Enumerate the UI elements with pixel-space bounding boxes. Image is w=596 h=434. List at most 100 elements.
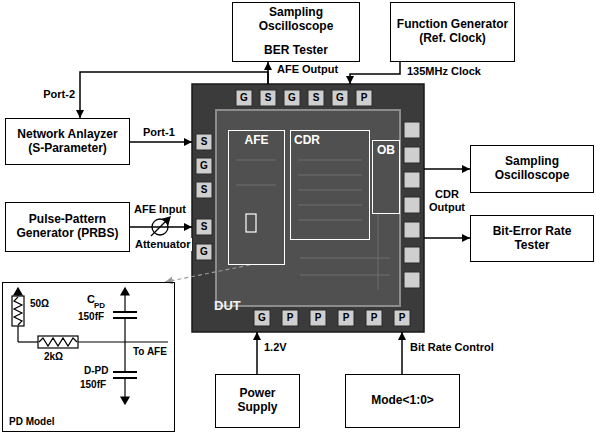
signal-label: CDR Output xyxy=(425,188,469,214)
component-value: 150fF xyxy=(80,379,106,391)
component-value: 2kΩ xyxy=(44,351,63,363)
node-text: Network Anlayzer (S-Parameter) xyxy=(10,128,125,156)
pd-circuit xyxy=(38,336,78,348)
bond-pad xyxy=(338,310,354,326)
attenuator-symbol xyxy=(163,217,170,224)
signal-connector xyxy=(424,168,470,170)
circuit-block: OB xyxy=(372,140,400,214)
pad-letter: S xyxy=(260,90,276,106)
pad-letter: P xyxy=(366,310,382,326)
bond-pad xyxy=(394,310,410,326)
pad-letter: P xyxy=(356,90,372,106)
node-text: Sampling Oscilloscope xyxy=(237,6,355,34)
chip-die-photo xyxy=(192,84,424,332)
node-text: Power Supply xyxy=(220,387,295,415)
bond-pad xyxy=(196,158,212,174)
chip-die-photo xyxy=(192,84,424,332)
instrument-box: Pulse-Pattern Generator (PRBS) xyxy=(5,202,130,252)
pad-letter: G xyxy=(196,158,212,174)
bond-pad xyxy=(332,90,348,106)
pad-letter: S xyxy=(196,182,212,198)
pad-letter: S xyxy=(196,219,212,235)
signal-label: AFE Output xyxy=(276,63,339,76)
pad-letter: S xyxy=(196,134,212,150)
pad-letter: P xyxy=(282,310,298,326)
pd-circuit xyxy=(121,397,129,404)
pad-letter: G xyxy=(284,90,300,106)
pd-circuit xyxy=(124,342,125,372)
pd-circuit xyxy=(12,288,168,404)
instrument-box: Bit-Error Rate Tester xyxy=(470,215,594,262)
bond-pad xyxy=(404,272,420,288)
pd-circuit xyxy=(14,288,22,295)
instrument-box: Sampling OscilloscopeBER Tester xyxy=(232,2,360,62)
instrument-box: Power Supply xyxy=(215,374,300,428)
bond-pad xyxy=(356,90,372,106)
chip-die-photo xyxy=(298,175,362,176)
component-subscript: PD xyxy=(94,301,105,310)
chip-die-photo xyxy=(298,190,362,191)
chip-die-photo xyxy=(298,205,362,206)
bond-pad xyxy=(196,219,212,235)
signal-label: To AFE xyxy=(133,346,167,358)
pd-circuit xyxy=(124,295,125,312)
bond-pad xyxy=(366,310,382,326)
instrument-box: Network Anlayzer (S-Parameter) xyxy=(5,118,130,165)
chip-die-photo xyxy=(236,185,276,186)
bond-pad xyxy=(196,90,420,326)
pad-letter: S xyxy=(308,90,324,106)
signal-connector xyxy=(424,237,470,239)
callout-leader xyxy=(165,265,250,282)
signal-connector xyxy=(80,72,268,118)
node-text: PD Model xyxy=(9,416,55,427)
edge-label: Port-2 xyxy=(42,88,76,101)
bond-pad xyxy=(404,122,420,138)
node-text: OB xyxy=(373,141,399,157)
instrument-box: Sampling Oscilloscope xyxy=(470,145,594,193)
node-text: Pulse-Pattern Generator (PRBS) xyxy=(10,213,125,241)
component-label: Attenuator xyxy=(134,238,192,251)
pad-letter: G xyxy=(254,310,270,326)
edge-label: 1.2V xyxy=(263,341,288,354)
pad-letter: G xyxy=(196,244,212,260)
chip-die-photo xyxy=(298,220,362,221)
node-text: Sampling Oscilloscope xyxy=(475,155,589,183)
bond-pad xyxy=(308,90,324,106)
node-text: DUT xyxy=(214,298,241,313)
signal-connector xyxy=(401,332,403,374)
chip-die-photo xyxy=(216,110,400,306)
bond-pad xyxy=(260,90,276,106)
component-value: 50Ω xyxy=(30,298,49,310)
chip-die-photo xyxy=(236,160,276,161)
bond-pad xyxy=(310,310,326,326)
pd-circuit xyxy=(12,296,24,326)
bond-pad xyxy=(196,244,212,260)
signal-connector xyxy=(350,62,400,84)
attenuator-symbol xyxy=(151,220,167,236)
chip-die-photo xyxy=(236,160,390,290)
connectors xyxy=(80,62,470,374)
component-value: 150fF xyxy=(78,311,104,323)
pd-circuit xyxy=(113,311,137,313)
instrument-box: Mode<1:0> xyxy=(345,374,460,428)
signal-connector xyxy=(130,141,192,143)
node-text: Bit-Error Rate Tester xyxy=(475,225,589,253)
bond-pad xyxy=(404,172,420,188)
pad-letter: P xyxy=(310,310,326,326)
bond-pad xyxy=(404,247,420,263)
pd-circuit xyxy=(78,341,168,342)
chip-die-photo xyxy=(300,258,390,259)
node-text: Mode<1:0> xyxy=(371,394,434,408)
bond-pad xyxy=(196,134,212,150)
pad-letter: G xyxy=(332,90,348,106)
pd-circuit xyxy=(14,297,22,325)
chip-die: DUTAFECDROB xyxy=(192,84,424,332)
signal-connector xyxy=(130,226,192,228)
pd-circuit xyxy=(121,288,129,295)
bond-pad xyxy=(284,90,300,106)
bond-pad xyxy=(404,147,420,163)
edge-label: Port-1 xyxy=(142,126,176,139)
pad-letter: G xyxy=(236,90,252,106)
pd-circuit xyxy=(18,341,38,342)
